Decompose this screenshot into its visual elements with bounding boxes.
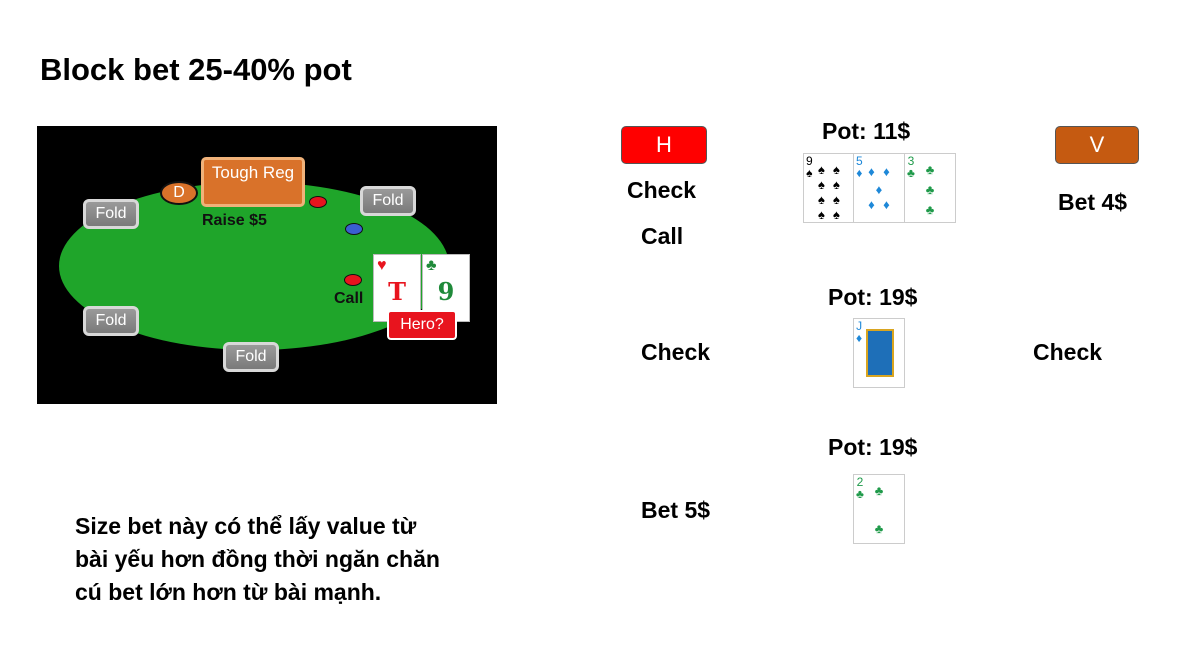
blue-chip xyxy=(345,223,363,235)
hero-card-2-rank: 9 xyxy=(437,277,455,306)
flop-card-3: 3♣ ♣ ♣ ♣ xyxy=(904,153,956,223)
seat-fold-bottom: Fold xyxy=(223,342,279,372)
raise-label: Raise $5 xyxy=(202,212,267,229)
flop-card-2-rank: 5 xyxy=(856,154,863,168)
note-line-2: bài yếu hơn đồng thời ngăn chăn xyxy=(75,546,440,572)
poker-table-panel: Fold Fold Fold Fold D Tough Reg Raise $5… xyxy=(37,126,497,404)
club-icon: ♣ xyxy=(426,257,437,274)
turn-card-rank: J xyxy=(856,319,863,333)
note-line-3: cú bet lớn hơn từ bài mạnh. xyxy=(75,579,382,605)
hero-action-check-turn: Check xyxy=(641,339,711,365)
flop-card-3-rank: 3 xyxy=(907,154,915,168)
hero-card-1-rank: T xyxy=(388,277,406,306)
villain-seat-label: Tough Reg xyxy=(211,163,295,182)
spade-icon: ♠ xyxy=(806,166,813,180)
river-card: 2♣ ♣ ♣ xyxy=(853,474,905,544)
diamond-icon: ♦ xyxy=(856,166,863,180)
villain-action-bet-flop: Bet 4$ xyxy=(1058,189,1128,215)
hero-action-check-flop: Check xyxy=(627,177,697,203)
river-card-rank: 2 xyxy=(856,475,864,489)
pot-river: Pot: 19$ xyxy=(828,434,918,460)
note-line-1: Size bet này có thể lấy value từ xyxy=(75,513,417,539)
pot-turn: Pot: 19$ xyxy=(828,284,918,310)
villain-box: V xyxy=(1055,126,1139,164)
flop-card-1-rank: 9 xyxy=(806,154,813,168)
hero-box: H xyxy=(621,126,707,164)
turn-card: J♦ xyxy=(853,318,905,388)
pot-flop: Pot: 11$ xyxy=(822,118,911,144)
villain-seat: Tough Reg xyxy=(201,157,305,207)
club-icon: ♣ xyxy=(856,487,864,501)
dealer-button: D xyxy=(160,181,198,205)
club-icon: ♣ xyxy=(907,166,915,180)
red-chip-top xyxy=(309,196,327,208)
explanation-note: Size bet này có thể lấy value từ bài yếu… xyxy=(75,510,495,609)
flop-card-2: 5♦ ♦♦♦♦ ♦ xyxy=(853,153,905,223)
slide-title: Block bet 25-40% pot xyxy=(40,52,352,87)
hero-button: Hero? xyxy=(387,310,457,340)
villain-action-check-turn: Check xyxy=(1033,339,1103,365)
seat-fold-left-top: Fold xyxy=(83,199,139,229)
flop-card-1: 9♠ ♠♠♠♠♠♠♠♠ xyxy=(803,153,855,223)
hero-action-bet-river: Bet 5$ xyxy=(641,497,711,523)
seat-fold-right-top: Fold xyxy=(360,186,416,216)
diamond-icon: ♦ xyxy=(856,331,863,345)
call-label: Call xyxy=(334,290,364,307)
hero-action-call-flop: Call xyxy=(641,223,684,249)
red-chip-call xyxy=(344,274,362,286)
seat-fold-left-bottom: Fold xyxy=(83,306,139,336)
heart-icon: ♥ xyxy=(377,257,387,274)
jack-face-art xyxy=(866,329,894,377)
